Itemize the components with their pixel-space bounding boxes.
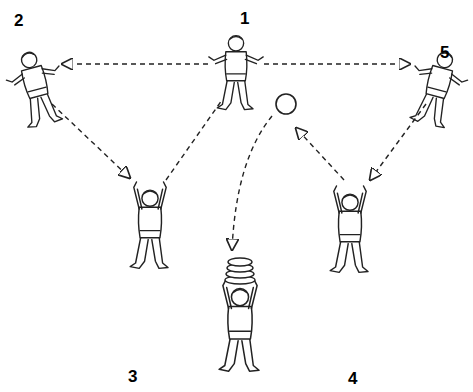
callout-number: 2 [14, 12, 23, 29]
callout-number: 5 [440, 44, 449, 61]
callout-number: 3 [128, 368, 137, 385]
callout-number: 4 [348, 370, 357, 387]
callout-number: 1 [240, 10, 249, 27]
